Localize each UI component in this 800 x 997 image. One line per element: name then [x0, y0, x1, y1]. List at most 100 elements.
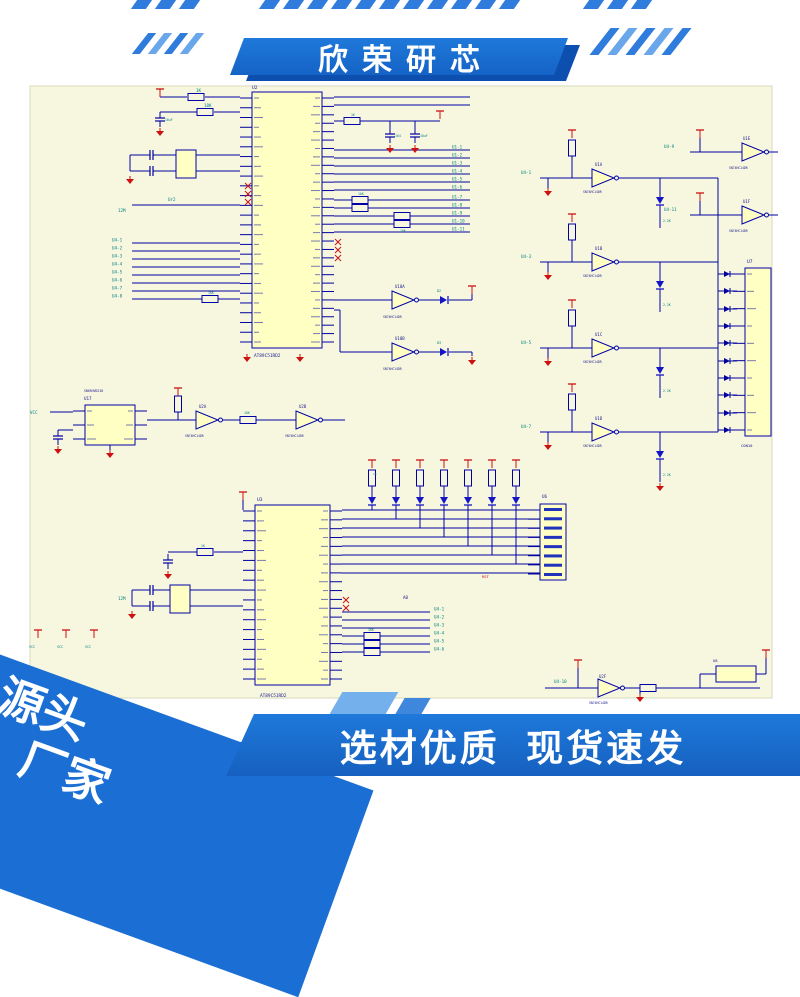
svg-text:U17: U17: [84, 396, 92, 401]
svg-text:SN74HC14DR: SN74HC14DR: [583, 444, 602, 448]
wires: [50, 96, 778, 694]
svg-text:1K: 1K: [201, 544, 205, 548]
svg-text:U4-1: U4-1: [434, 607, 445, 612]
svg-text:2.2K: 2.2K: [663, 303, 671, 307]
svg-text:U1A: U1A: [595, 162, 603, 167]
svg-text:U4-4: U4-4: [112, 262, 123, 267]
svg-text:1K: 1K: [373, 472, 377, 476]
svg-text:U7: U7: [747, 259, 753, 265]
svg-text:U1-3: U1-3: [452, 161, 463, 166]
brand-title: 欣荣研芯: [318, 43, 494, 77]
svg-text:U1C: U1C: [595, 332, 603, 337]
svg-text:1K: 1K: [351, 113, 355, 117]
svg-text:U4-3: U4-3: [434, 623, 445, 628]
svg-text:AT89C51RD2: AT89C51RD2: [254, 353, 281, 359]
svg-text:U4-2: U4-2: [434, 615, 445, 620]
svg-text:2.2K: 2.2K: [663, 389, 671, 393]
ics: [73, 91, 772, 686]
svg-text:10uF: 10uF: [165, 118, 173, 122]
svg-text:2.2K: 2.2K: [663, 473, 671, 477]
svg-text:10K: 10K: [244, 411, 250, 415]
slogan-banner: 选材优质 现货速发: [226, 714, 800, 776]
svg-text:D2: D2: [437, 289, 441, 293]
svg-text:10K: 10K: [400, 229, 406, 233]
svg-text:U4-1: U4-1: [521, 170, 532, 175]
svg-text:U4-4: U4-4: [434, 631, 445, 636]
svg-text:SN74HC14DR: SN74HC14DR: [383, 367, 402, 371]
svg-text:10K: 10K: [368, 628, 374, 632]
svg-text:10K: 10K: [358, 192, 364, 196]
inverter-gates: [195, 142, 769, 698]
svg-text:U4-7: U4-7: [521, 424, 532, 429]
svg-text:U6: U6: [542, 494, 548, 499]
svg-text:12M: 12M: [118, 208, 126, 213]
svg-text:U4-2: U4-2: [112, 246, 123, 251]
svg-text:SN74HC14DR: SN74HC14DR: [589, 701, 608, 705]
svg-text:U4-9: U4-9: [664, 144, 675, 149]
svg-text:VCC: VCC: [29, 645, 35, 649]
svg-text:SN74HC14DR: SN74HC14DR: [583, 274, 602, 278]
svg-text:U4-5: U4-5: [434, 639, 445, 644]
svg-text:U10A: U10A: [395, 284, 405, 289]
svg-text:U1D: U1D: [595, 416, 603, 421]
svg-text:U2B: U2B: [299, 404, 307, 409]
resistors: [174, 93, 657, 692]
svg-text:U1-9: U1-9: [452, 211, 463, 216]
svg-text:SN74HC14DR: SN74HC14DR: [285, 434, 304, 438]
svg-text:U2A: U2A: [199, 404, 207, 409]
svg-text:12M: 12M: [118, 596, 126, 601]
slogan-text: 选材优质 现货速发: [339, 728, 687, 769]
svg-text:VCC: VCC: [57, 645, 63, 649]
svg-text:U4-1: U4-1: [112, 238, 123, 243]
svg-text:U4-5: U4-5: [112, 270, 123, 275]
svg-text:U4-8: U4-8: [112, 294, 123, 299]
svg-text:U1-5: U1-5: [452, 177, 463, 182]
svg-text:SN74HC14DR: SN74HC14DR: [185, 434, 204, 438]
svg-text:U3: U3: [257, 497, 263, 503]
svg-text:SN74HC14DR: SN74HC14DR: [729, 166, 748, 170]
svg-text:D3: D3: [437, 341, 441, 345]
svg-text:SN74HC14DR: SN74HC14DR: [729, 229, 748, 233]
svg-text:10K: 10K: [208, 291, 214, 295]
svg-text:U1-8: U1-8: [452, 203, 463, 208]
svg-text:RST: RST: [482, 574, 490, 579]
svg-text:Ur2: Ur2: [168, 197, 176, 202]
svg-text:104: 104: [395, 134, 401, 138]
svg-text:U4-7: U4-7: [112, 286, 123, 291]
small-diodes: [724, 271, 731, 433]
svg-text:U1E: U1E: [743, 136, 751, 141]
svg-text:CON10: CON10: [741, 443, 753, 448]
svg-text:10uF: 10uF: [420, 134, 428, 138]
schematic-sheet: [29, 85, 773, 699]
svg-text:U4-10: U4-10: [554, 679, 567, 684]
brand-banner: 欣荣研芯: [230, 38, 568, 75]
svg-text:U4-11: U4-11: [664, 207, 677, 212]
svg-text:U2F: U2F: [599, 674, 607, 679]
svg-text:A0: A0: [403, 595, 409, 600]
led-diodes: [368, 197, 664, 506]
svg-text:2.2K: 2.2K: [663, 219, 671, 223]
svg-text:SN65HVD230: SN65HVD230: [84, 389, 103, 393]
svg-text:U10B: U10B: [395, 336, 405, 341]
svg-text:1K: 1K: [196, 88, 202, 93]
svg-text:U1-1: U1-1: [452, 145, 463, 150]
svg-text:U8: U8: [713, 658, 718, 663]
svg-text:U1-7: U1-7: [452, 195, 463, 200]
svg-text:U4-6: U4-6: [112, 278, 123, 283]
capacitors: [53, 112, 420, 611]
svg-text:U1-2: U1-2: [452, 153, 463, 158]
svg-text:AT89C51RD2: AT89C51RD2: [260, 693, 287, 699]
svg-text:U1-6: U1-6: [452, 185, 463, 190]
svg-text:SN74HC14DR: SN74HC14DR: [383, 315, 402, 319]
svg-text:U1-10: U1-10: [452, 219, 465, 224]
svg-text:U1F: U1F: [743, 199, 751, 204]
svg-text:SN74HC14DR: SN74HC14DR: [583, 360, 602, 364]
svg-text:U4-3: U4-3: [112, 254, 123, 259]
svg-text:VCC: VCC: [30, 410, 38, 415]
svg-text:U1-4: U1-4: [452, 169, 463, 174]
svg-text:U4-5: U4-5: [521, 340, 532, 345]
svg-text:10K: 10K: [204, 103, 212, 108]
